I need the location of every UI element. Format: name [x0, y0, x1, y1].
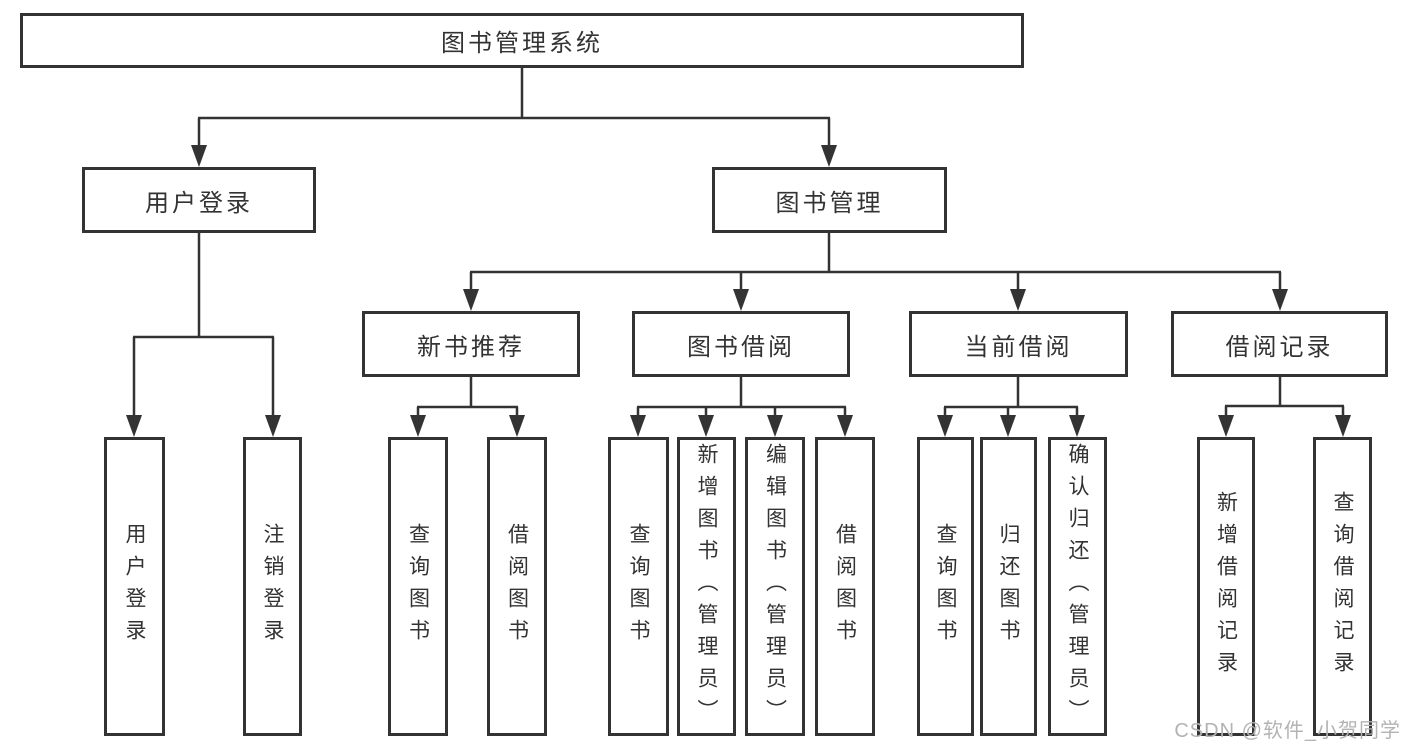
leaf-borrow-book-recommend: 借阅图书 [487, 437, 547, 736]
watermark: CSDN @软件_小贺同学 [1174, 720, 1401, 742]
leaf-query-borrow-record: 查询借阅记录 [1313, 437, 1372, 736]
leaf-user-login: 用户登录 [104, 437, 165, 736]
leaf-query-book-current: 查询图书 [917, 437, 974, 736]
node-current-borrow: 当前借阅 [909, 311, 1128, 377]
node-book-borrow: 图书借阅 [632, 311, 850, 377]
leaf-query-book-borrow: 查询图书 [608, 437, 669, 736]
node-book-management: 图书管理 [712, 167, 947, 233]
leaf-borrow-book: 借阅图书 [815, 437, 875, 736]
leaf-edit-book-admin: 编辑图书（管理员） [745, 437, 805, 736]
leaf-logout: 注销登录 [243, 437, 302, 736]
leaf-return-book: 归还图书 [980, 437, 1037, 736]
node-system-root: 图书管理系统 [20, 13, 1024, 68]
node-new-book-recommend: 新书推荐 [362, 311, 580, 377]
node-user-login: 用户登录 [82, 167, 316, 233]
leaf-add-book-admin: 新增图书（管理员） [677, 437, 736, 736]
leaf-add-borrow-record: 新增借阅记录 [1197, 437, 1255, 736]
node-borrow-records: 借阅记录 [1171, 311, 1388, 377]
leaf-confirm-return-admin: 确认归还（管理员） [1048, 437, 1107, 736]
leaf-query-book-recommend: 查询图书 [388, 437, 448, 736]
